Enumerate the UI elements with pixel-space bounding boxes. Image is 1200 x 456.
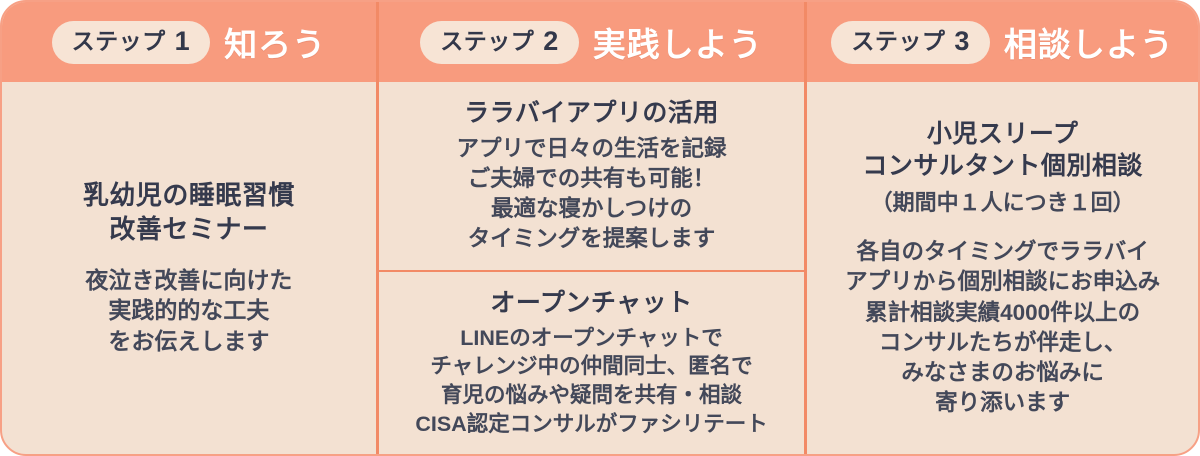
step-3-badge-label: ステップ bbox=[851, 27, 946, 54]
step-2-header: ステップ 2 実践しよう bbox=[378, 2, 805, 82]
step-3-pane-1-note: （期間中１人につき１回） bbox=[870, 189, 1135, 215]
step-1-badge: ステップ 1 bbox=[51, 20, 211, 64]
step-2-pane-1-body: アプリで日々の生活を記録ご夫婦での共有も可能！最適な寝かしつけのタイミングを提案… bbox=[456, 135, 727, 252]
step-3-pane-1-heading: 小児スリープコンサルタント個別相談 bbox=[862, 119, 1143, 180]
step-1-body: 乳幼児の睡眠習慣改善セミナー 夜泣き改善に向けた実践的的な工夫をお伝えします bbox=[2, 82, 376, 454]
step-1-pane-1: 乳幼児の睡眠習慣改善セミナー 夜泣き改善に向けた実践的的な工夫をお伝えします bbox=[2, 82, 376, 454]
step-2-badge-label: ステップ bbox=[440, 27, 535, 54]
step-2-body: ララバイアプリの活用 アプリで日々の生活を記録ご夫婦での共有も可能！最適な寝かし… bbox=[378, 82, 805, 454]
step-3-pane-1: 小児スリープコンサルタント個別相談 （期間中１人につき１回） 各自のタイミングで… bbox=[807, 82, 1198, 454]
step-2-badge-number: 2 bbox=[543, 25, 559, 56]
step-2-pane-2: オープンチャット LINEのオープンチャットでチャレンジ中の仲間同士、匿名で育児… bbox=[378, 269, 805, 454]
step-column-2: ステップ 2 実践しよう ララバイアプリの活用 アプリで日々の生活を記録ご夫婦で… bbox=[375, 2, 805, 454]
step-3-badge-number: 3 bbox=[954, 25, 970, 56]
step-2-title: 実践しよう bbox=[592, 26, 763, 63]
step-2-pane-2-heading: オープンチャット bbox=[490, 289, 693, 317]
step-2-badge: ステップ 2 bbox=[420, 20, 579, 64]
step-3-title: 相談しよう bbox=[1003, 26, 1174, 63]
step-1-badge-number: 1 bbox=[174, 25, 191, 56]
step-3-body: 小児スリープコンサルタント個別相談 （期間中１人につき１回） 各自のタイミングで… bbox=[807, 82, 1198, 454]
step-1-header: ステップ 1 知ろう bbox=[2, 2, 376, 82]
step-1-badge-label: ステップ bbox=[71, 27, 166, 54]
step-1-pane-1-body: 夜泣き改善に向けた実践的的な工夫をお伝えします bbox=[85, 266, 293, 355]
step-1-pane-1-heading: 乳幼児の睡眠習慣改善セミナー bbox=[82, 179, 295, 244]
step-3-header: ステップ 3 相談しよう bbox=[807, 2, 1198, 82]
step-column-3: ステップ 3 相談しよう 小児スリープコンサルタント個別相談 （期間中１人につき… bbox=[804, 2, 1198, 454]
step-3-pane-1-body: 各自のタイミングでララバイアプリから個別相談にお申込み累計相談実績4000件以上… bbox=[845, 239, 1161, 416]
step-2-pane-2-body: LINEのオープンチャットでチャレンジ中の仲間同士、匿名で育児の悩みや疑問を共有… bbox=[415, 325, 768, 436]
step-column-1: ステップ 1 知ろう 乳幼児の睡眠習慣改善セミナー 夜泣き改善に向けた実践的的な… bbox=[2, 2, 376, 454]
step-2-pane-1: ララバイアプリの活用 アプリで日々の生活を記録ご夫婦での共有も可能！最適な寝かし… bbox=[379, 82, 805, 270]
step-1-title: 知ろう bbox=[224, 26, 327, 63]
step-2-pane-1-heading: ララバイアプリの活用 bbox=[464, 99, 719, 128]
step-3-badge: ステップ 3 bbox=[831, 20, 990, 64]
